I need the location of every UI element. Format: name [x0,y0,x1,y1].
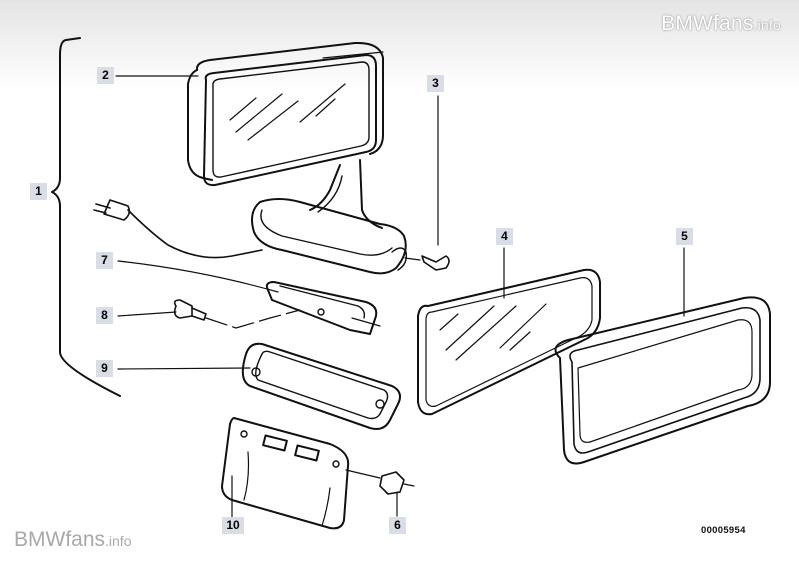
cable-plug [93,199,263,259]
leader-8 [117,311,177,317]
callout-7[interactable]: 7 [96,252,113,269]
gasket-9 [241,342,401,430]
cover-7 [265,281,381,335]
callout-3[interactable]: 3 [427,75,444,92]
mirror-frame-5 [554,247,771,465]
watermark-bottom-name: BMWfans [14,528,106,551]
callout-1[interactable]: 1 [30,183,47,200]
mirror-housing [187,41,384,229]
watermark-top-suffix: .info [753,17,781,33]
callout-8[interactable]: 8 [96,307,113,324]
callout-10[interactable]: 10 [222,517,244,534]
group-bracket [51,37,121,397]
watermark-top-name: BMWfans [661,12,754,35]
nut-6 [345,469,415,495]
mirror-base [251,198,408,275]
callout-6[interactable]: 6 [389,517,406,534]
leader-7 [117,260,279,293]
diagram-number: 00005954 [701,525,746,536]
screw-3 [404,95,450,271]
mirror-glass-4 [417,247,601,416]
callout-2[interactable]: 2 [97,67,114,84]
callout-5[interactable]: 5 [676,228,693,245]
callout-9[interactable]: 9 [96,360,113,377]
watermark-bottom-suffix: .info [105,533,132,549]
watermark-top: BMWfans.info [661,12,781,36]
leader-9 [117,367,251,370]
callout-4[interactable]: 4 [496,228,513,245]
watermark-bottom: BMWfans.info [14,528,131,552]
bracket-10 [221,417,350,530]
